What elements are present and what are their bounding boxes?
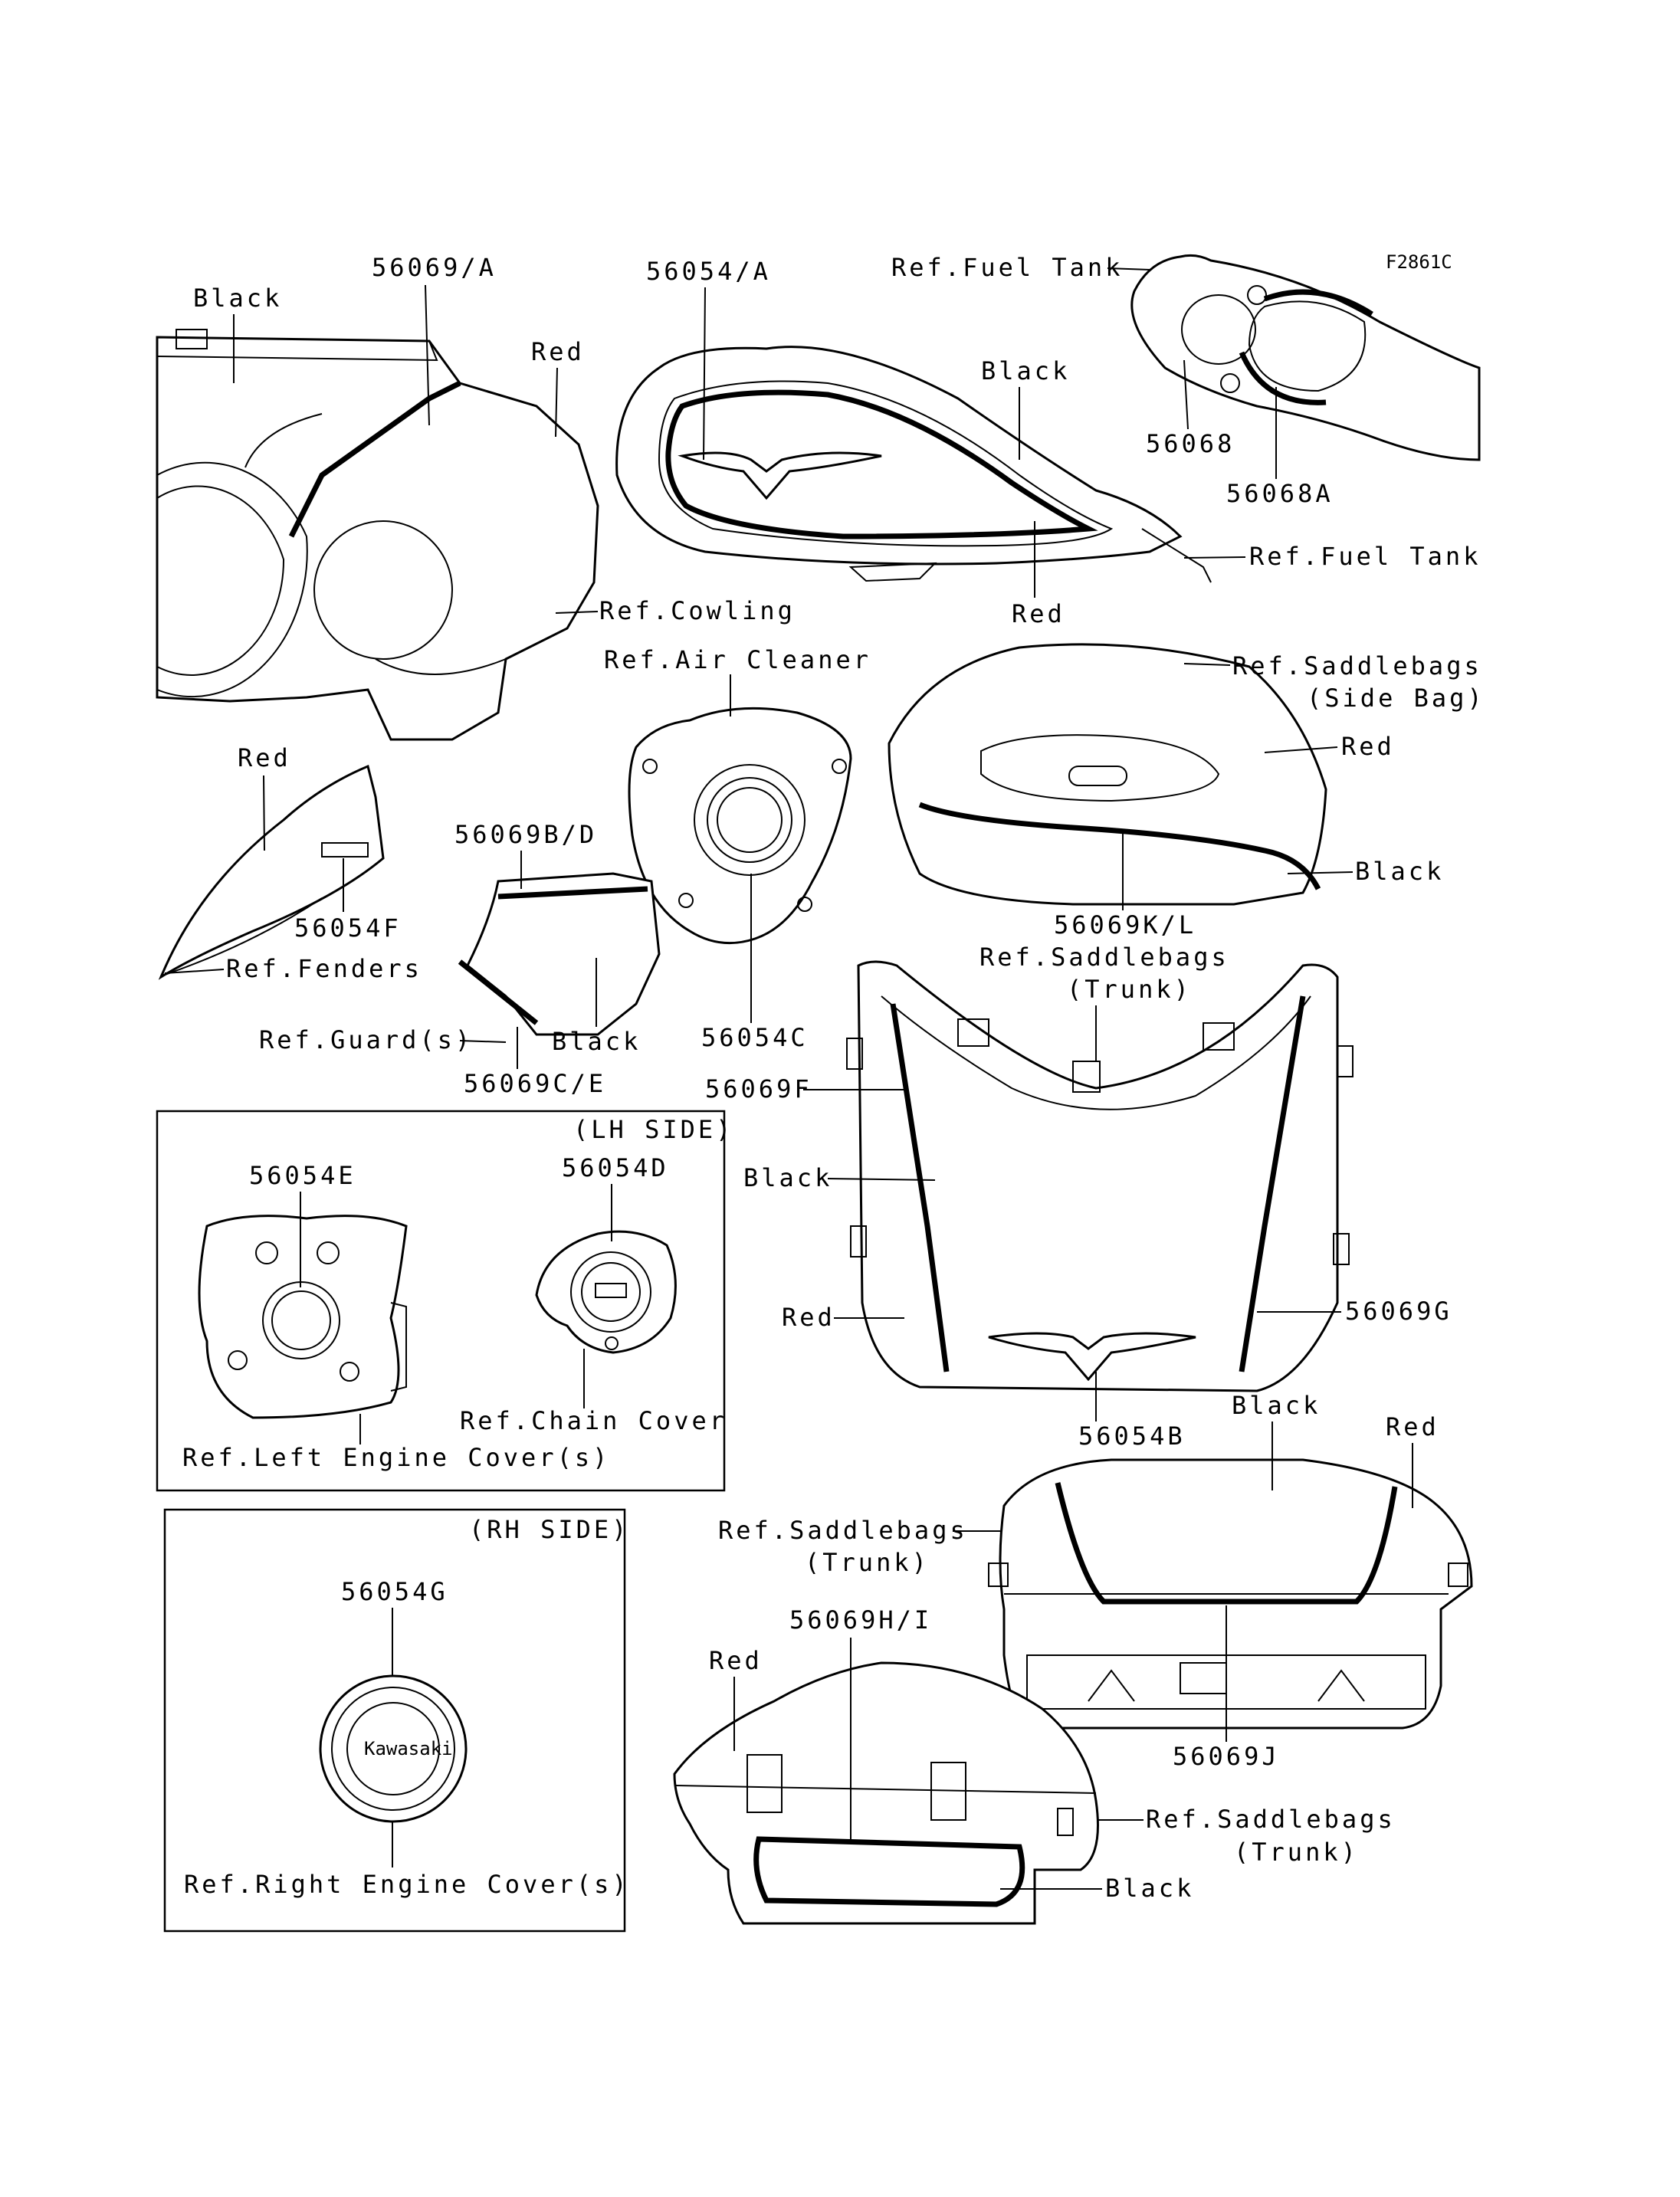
trunk-front-drawing xyxy=(846,960,1354,1392)
leader-trunk1-black xyxy=(827,1178,936,1181)
label-side-red: Red xyxy=(1341,732,1395,761)
leader-ref-cowling xyxy=(555,611,599,614)
label-56054d: 56054D xyxy=(562,1153,669,1182)
trunk-side-drawing xyxy=(673,1661,1099,1925)
leader-side-black xyxy=(1287,871,1354,874)
trunk-back-drawing xyxy=(988,1458,1473,1730)
label-ref-right-engine: Ref.Right Engine Cover(s) xyxy=(184,1870,630,1899)
leader-ref-guards xyxy=(459,1040,507,1043)
label-56054c: 56054C xyxy=(701,1023,809,1052)
leader-ref-fenders xyxy=(164,969,225,974)
rh-side-box xyxy=(163,1508,626,1933)
leader-56068 xyxy=(1183,359,1189,430)
label-rh-side: (RH SIDE) xyxy=(469,1515,629,1544)
label-56054-a: 56054/A xyxy=(646,257,771,286)
leader-ref-fuel-tank-right xyxy=(1183,556,1246,559)
label-56069f: 56069F xyxy=(705,1074,812,1103)
label-56069-a: 56069/A xyxy=(372,253,497,282)
label-ref-guards: Ref.Guard(s) xyxy=(259,1025,473,1054)
label-ref-saddlebags-side-2: (Side Bag) xyxy=(1307,684,1485,713)
label-trunk1-red: Red xyxy=(782,1303,835,1332)
air-cleaner-drawing xyxy=(628,707,852,945)
label-56054g: 56054G xyxy=(341,1577,448,1606)
label-56054e: 56054E xyxy=(249,1161,356,1190)
label-cowl-black: Black xyxy=(193,284,282,313)
label-56069-ce: 56069C/E xyxy=(464,1069,606,1098)
label-tank-red: Red xyxy=(1012,599,1065,628)
label-56069-kl: 56069K/L xyxy=(1054,910,1196,939)
label-ref-fuel-tank-top: Ref.Fuel Tank xyxy=(891,253,1123,282)
label-ref-trunk2-1: Ref.Saddlebags xyxy=(718,1516,968,1545)
label-lh-side: (LH SIDE) xyxy=(573,1115,733,1144)
leader-56069-a xyxy=(425,284,430,426)
label-ref-trunk2-2: (Trunk) xyxy=(805,1548,930,1577)
label-fender-red: Red xyxy=(238,743,291,772)
label-ref-trunk1-2: (Trunk) xyxy=(1067,975,1192,1004)
label-56069j: 56069J xyxy=(1173,1742,1280,1771)
label-ref-fuel-tank-right: Ref.Fuel Tank xyxy=(1249,542,1481,571)
fender-drawing xyxy=(158,764,385,980)
label-56069-bd: 56069B/D xyxy=(454,820,597,849)
fuel-tank-drawing xyxy=(615,346,1212,583)
label-56068a: 56068A xyxy=(1226,479,1334,508)
figure-code: F2861C xyxy=(1386,251,1452,273)
label-trunk3-black: Black xyxy=(1105,1874,1194,1903)
label-trunk1-black: Black xyxy=(743,1163,832,1192)
label-56069g: 56069G xyxy=(1345,1297,1452,1326)
label-tank-black: Black xyxy=(981,356,1070,385)
guard-drawing xyxy=(458,872,661,1036)
left-engine-cover-drawing xyxy=(198,1215,408,1419)
saddlebag-side-drawing xyxy=(888,643,1327,906)
label-56068: 56068 xyxy=(1146,429,1235,458)
leader-cowl-red xyxy=(555,367,558,438)
lh-side-box xyxy=(156,1110,726,1492)
label-ref-trunk3-2: (Trunk) xyxy=(1234,1838,1359,1867)
label-ref-left-engine: Ref.Left Engine Cover(s) xyxy=(182,1443,610,1472)
label-trunk2-red: Red xyxy=(1386,1412,1439,1441)
label-side-black: Black xyxy=(1355,857,1444,886)
label-trunk2-black: Black xyxy=(1232,1391,1321,1420)
leader-ref-fuel-tank-top xyxy=(1107,267,1150,271)
label-ref-saddlebags-side-1: Ref.Saddlebags xyxy=(1232,651,1482,680)
leader-ref-saddlebags-side xyxy=(1183,663,1231,666)
label-guard-black: Black xyxy=(552,1027,641,1056)
label-cowl-red: Red xyxy=(531,337,585,366)
label-56054b: 56054B xyxy=(1078,1421,1186,1451)
label-56069-hi: 56069H/I xyxy=(789,1605,932,1635)
label-ref-air-cleaner: Ref.Air Cleaner xyxy=(604,645,871,674)
chain-cover-drawing xyxy=(535,1230,677,1354)
label-ref-chain-cover: Ref.Chain Cover xyxy=(460,1406,727,1435)
label-ref-trunk1-1: Ref.Saddlebags xyxy=(979,943,1229,972)
label-trunk3-red: Red xyxy=(709,1646,763,1675)
leader-56054-a xyxy=(703,287,706,461)
fuel-tank-top-view-drawing xyxy=(1130,254,1481,461)
cowling-drawing xyxy=(156,329,599,741)
label-ref-cowling: Ref.Cowling xyxy=(599,596,796,625)
label-ref-trunk3-1: Ref.Saddlebags xyxy=(1146,1805,1396,1834)
right-engine-cover-drawing: Kawasaki xyxy=(319,1674,468,1823)
kawasaki-emblem-text: Kawasaki xyxy=(364,1738,453,1759)
leader-side-red xyxy=(1264,746,1338,753)
label-ref-fenders: Ref.Fenders xyxy=(226,954,422,983)
label-56054f: 56054F xyxy=(294,913,402,943)
